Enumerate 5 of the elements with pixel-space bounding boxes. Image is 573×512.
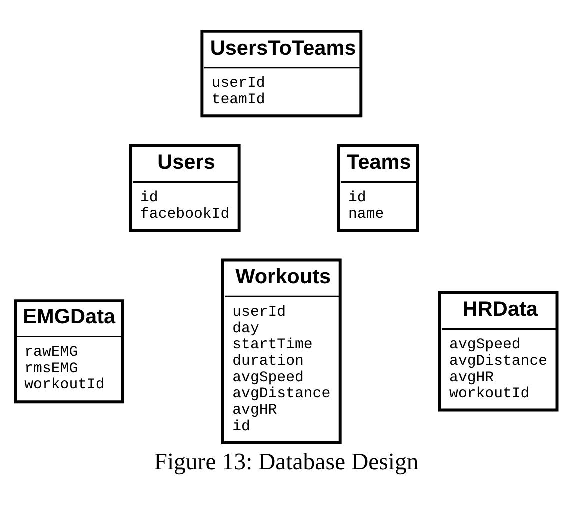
node-box: HRData avgSpeed avgDistance avgHR workoutId (438, 290, 559, 412)
node-box: UsersToTeams userId teamId (200, 29, 363, 118)
node-box: Teams id name (337, 144, 420, 232)
node-box: EMGData rawEMG rmsEMG workoutId (14, 299, 124, 404)
caption: Figure 13: Database Design (154, 448, 419, 475)
